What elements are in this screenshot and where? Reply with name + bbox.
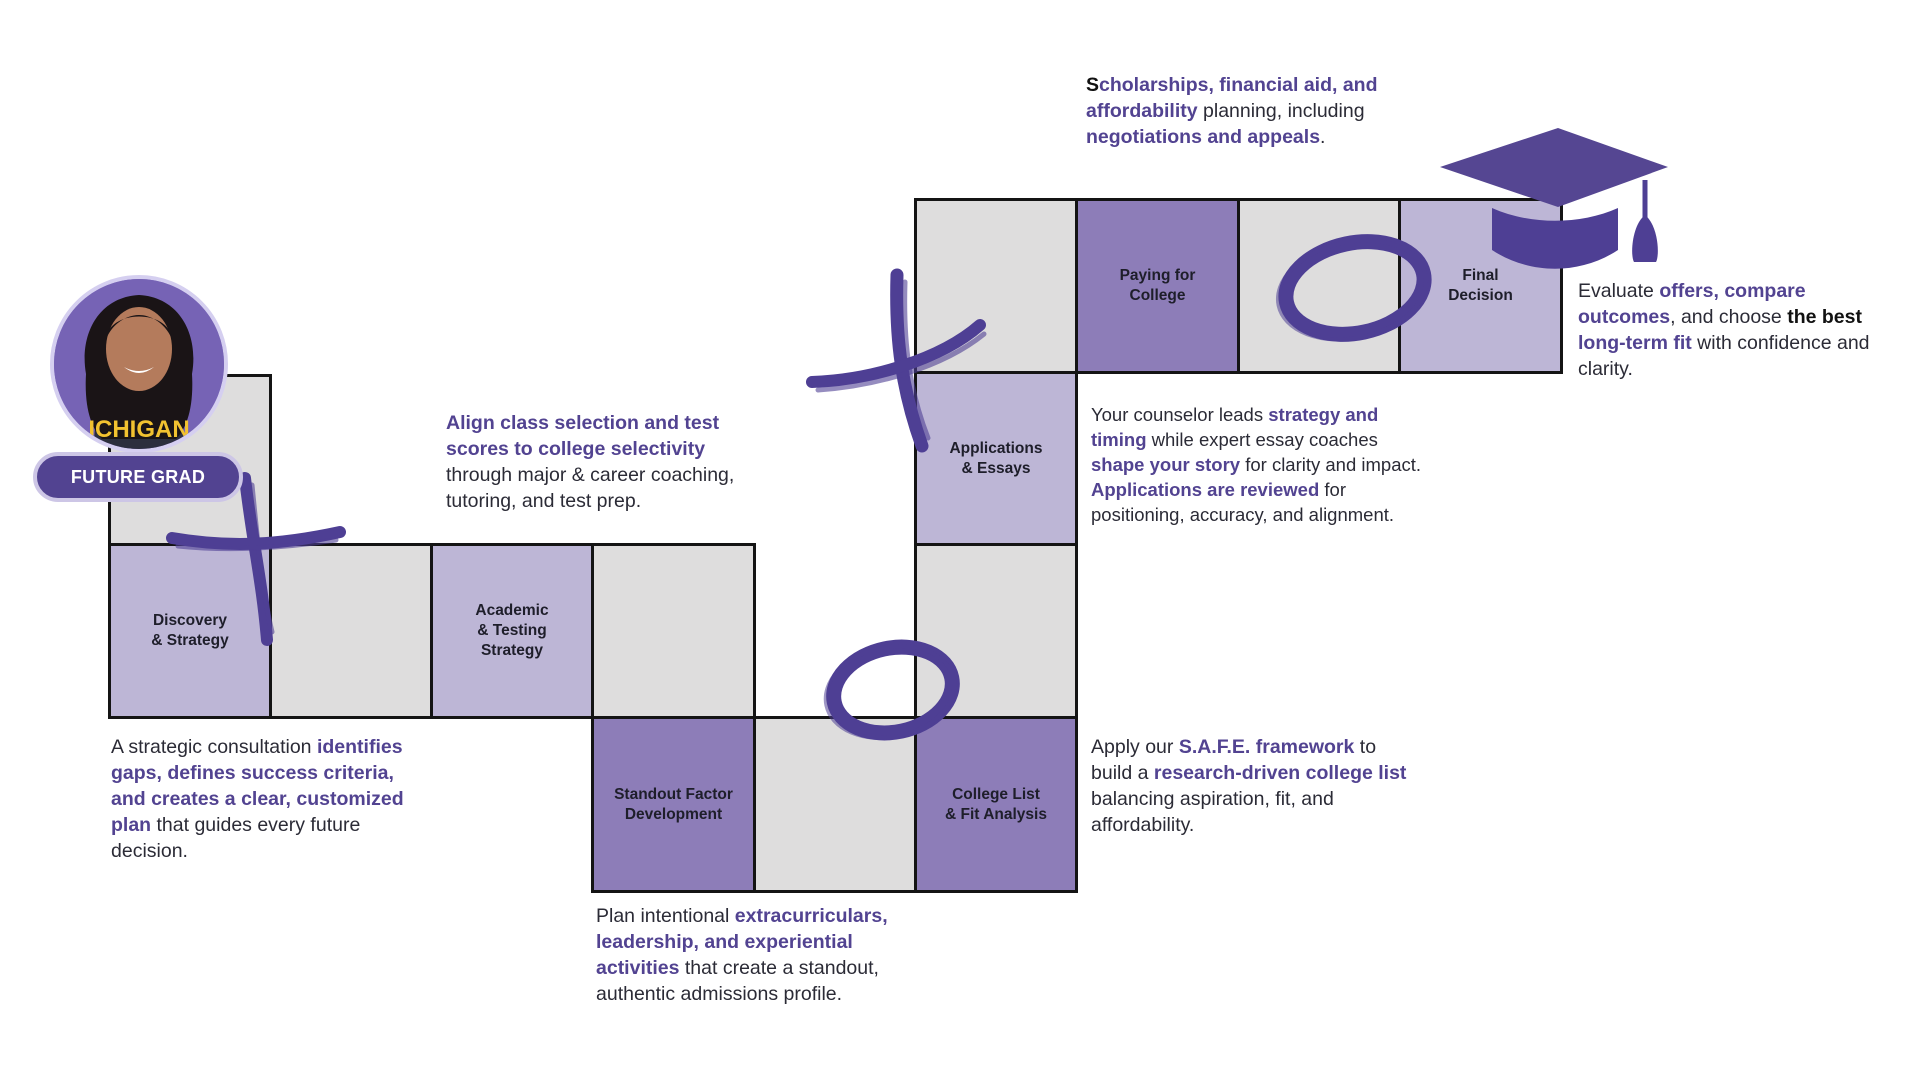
tile-paying: Paying for College — [1075, 198, 1240, 374]
tile-standout: Standout Factor Development — [591, 716, 756, 893]
tile-paying-label: Paying for College — [1119, 267, 1196, 304]
future-grad-badge: FUTURE GRAD — [33, 452, 243, 502]
tile-blank-5 — [914, 198, 1078, 374]
tile-blank-1 — [269, 543, 433, 719]
tile-applications: Applications & Essays — [914, 371, 1078, 546]
paying-description: Scholarships, financial aid, and afforda… — [1086, 74, 1378, 148]
tile-college-list-label: College List & Fit Analysis — [945, 785, 1047, 823]
avatar: ICHIGAN — [50, 275, 228, 453]
tile-academic: Academic & Testing Strategy — [430, 543, 594, 719]
tile-final-label: Final Decision — [1448, 267, 1513, 304]
tile-standout-label: Standout Factor Development — [614, 785, 733, 823]
tile-college-list: College List & Fit Analysis — [914, 716, 1078, 893]
tile-discovery: Discovery & Strategy — [108, 543, 272, 719]
tile-blank-2 — [591, 543, 756, 719]
applications-description: Your counselor leads strategy and timing… — [1091, 404, 1422, 525]
tile-final: Final Decision — [1398, 198, 1563, 374]
college-list-description: Apply our S.A.F.E. framework to build a … — [1091, 736, 1407, 836]
student-photo-icon: ICHIGAN — [54, 279, 224, 449]
discovery-description: A strategic consultation identifies gaps… — [111, 736, 404, 862]
tile-applications-label: Applications & Essays — [949, 439, 1043, 477]
tile-blank-6 — [1237, 198, 1401, 374]
avatar-shirt-text: ICHIGAN — [88, 416, 189, 443]
final-description: Evaluate offers, compare outcomes, and c… — [1578, 280, 1870, 380]
tile-blank-4 — [914, 543, 1078, 719]
standout-description: Plan intentional extracurriculars, leade… — [596, 905, 888, 1005]
tile-academic-label: Academic & Testing Strategy — [475, 602, 549, 659]
academic-description: Align class selection and test scores to… — [446, 412, 735, 512]
tile-discovery-label: Discovery & Strategy — [151, 612, 229, 649]
tile-blank-3 — [753, 716, 917, 893]
